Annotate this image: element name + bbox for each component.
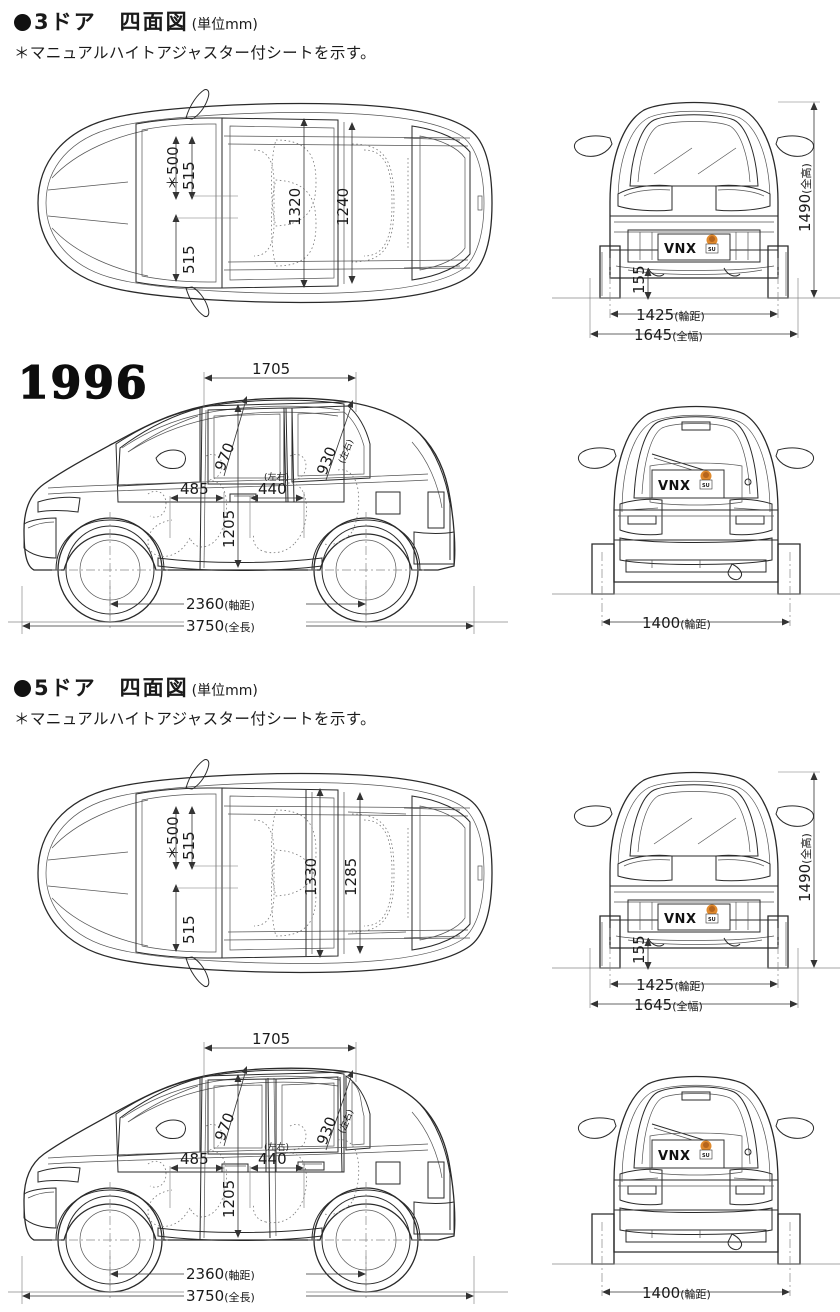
five-door-rear-view: VNX SU 1400(輪距) (552, 1052, 840, 1310)
plate-text: VNX (664, 242, 696, 257)
dim-rear-1400: 1400(輪距) (642, 1284, 711, 1302)
plate-badge-text: SU (708, 917, 716, 923)
dim-front-1490: 1490(全高) (796, 163, 814, 232)
dim-front-1645: 1645(全幅) (634, 996, 703, 1014)
dim-side-440: 440 (258, 1150, 287, 1168)
dim-front-155: 155 (630, 935, 648, 964)
plate-text: VNX (658, 479, 690, 494)
dim-side-440: 440 (258, 480, 287, 498)
section-note-three-door: ＊マニュアルハイトアジャスター付シートを示す。 (14, 44, 376, 62)
dim-front-155: 155 (630, 265, 648, 294)
dim-side-3750: 3750(全長) (186, 1287, 255, 1305)
bullet-icon (14, 680, 31, 697)
dim-top-1320: 1320 (286, 188, 304, 226)
dim-top-500: ＊500 (164, 816, 182, 860)
plate-badge-text: SU (702, 1153, 710, 1159)
dim-side-440-note: (左右) (264, 471, 289, 483)
three-door-side-view: 1705 970 930 (左右) 485 440 (左右) (8, 352, 508, 642)
dim-side-485: 485 (180, 1150, 209, 1168)
section-title-five-door: 5ドア 四面図(単位mm) (14, 672, 376, 702)
dim-top-515-lower: 515 (180, 245, 198, 274)
plate-badge-text: SU (702, 483, 710, 489)
three-door-front-view: VNX SU 1490(全高) (552, 82, 840, 344)
dim-side-970: 970 (211, 1110, 238, 1143)
three-door-top-view: ＊500 515 515 1320 1240 (8, 78, 508, 328)
five-door-top-view: ＊500 515 515 1330 1285 (8, 748, 508, 998)
section-note-five-door: ＊マニュアルハイトアジャスター付シートを示す。 (14, 710, 376, 728)
dim-top-1330: 1330 (302, 858, 320, 896)
dim-top-1285: 1285 (342, 858, 360, 896)
section-heading-five-door: 5ドア 四面図(単位mm) ＊マニュアルハイトアジャスター付シートを示す。 (14, 672, 376, 729)
dim-side-1705: 1705 (252, 1030, 290, 1048)
section-unit-label: (単位mm) (191, 17, 258, 33)
year-stamp: 1996 (17, 357, 149, 410)
bullet-icon (14, 14, 31, 31)
dim-side-440-note: (左右) (264, 1141, 289, 1153)
dim-front-1425: 1425(輪距) (636, 976, 705, 994)
dim-front-1490: 1490(全高) (796, 833, 814, 902)
dim-rear-1400: 1400(輪距) (642, 614, 711, 632)
dim-side-970: 970 (211, 440, 238, 473)
dim-front-1425: 1425(輪距) (636, 306, 705, 324)
three-door-rear-view: VNX SU (552, 382, 840, 642)
dim-side-485: 485 (180, 480, 209, 498)
license-plate-watermark-front: VNX SU (657, 903, 731, 931)
dim-top-515-upper: 515 (180, 161, 198, 190)
five-door-side-bottom-dimensions: 2360(軸距) 3750(全長) (8, 1256, 508, 1312)
three-door-side-bottom-dimensions: 2360(軸距) 3750(全長) (8, 586, 508, 642)
five-door-side-view: 1705 970 930 (左右) 485 440 (左右) 1205 (8, 1022, 508, 1312)
section-unit-label: (単位mm) (191, 683, 258, 699)
dim-top-515-lower: 515 (180, 915, 198, 944)
section-title-text: 5ドア 四面図 (34, 676, 189, 700)
plate-text: VNX (664, 912, 696, 927)
dim-side-3750: 3750(全長) (186, 617, 255, 635)
section-heading-three-door: 3ドア 四面図(単位mm) ＊マニュアルハイトアジャスター付シートを示す。 (14, 6, 376, 63)
dim-side-1205: 1205 (220, 1180, 238, 1218)
dim-side-1205: 1205 (220, 510, 238, 548)
dim-side-1705: 1705 (252, 360, 290, 378)
dim-top-515-upper: 515 (180, 831, 198, 860)
dim-side-2360: 2360(軸距) (186, 595, 255, 613)
plate-badge-text: SU (708, 247, 716, 253)
dim-front-1645: 1645(全幅) (634, 326, 703, 344)
five-door-front-view: VNX SU 1490(全高) 155 (552, 752, 840, 1014)
dim-side-2360: 2360(軸距) (186, 1265, 255, 1283)
dim-top-1240: 1240 (334, 188, 352, 226)
section-title-three-door: 3ドア 四面図(単位mm) (14, 6, 376, 36)
license-plate-watermark-rear: VNX SU (651, 1139, 725, 1169)
license-plate-watermark-rear: VNX SU (651, 469, 725, 499)
license-plate-watermark-front: VNX SU (657, 233, 731, 261)
dim-top-500: ＊500 (164, 146, 182, 190)
section-title-text: 3ドア 四面図 (34, 10, 189, 34)
plate-text: VNX (658, 1149, 690, 1164)
